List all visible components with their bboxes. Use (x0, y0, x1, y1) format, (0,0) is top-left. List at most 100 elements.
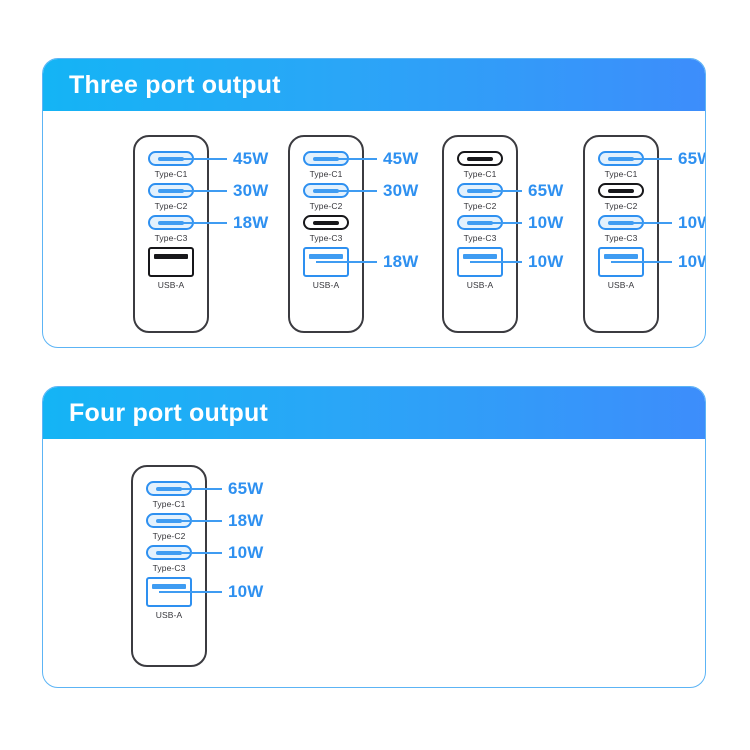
port-block-usb-a: USB-A (135, 247, 207, 290)
port-label: Type-C2 (309, 201, 343, 211)
wattage-label: 10W (528, 212, 564, 232)
leader-line (611, 261, 672, 263)
port-label: Type-C2 (463, 201, 497, 211)
wattage-label: 65W (678, 148, 705, 168)
port-block-type-c2: Type-C2 (444, 183, 516, 211)
port-block-type-c2: Type-C2 (585, 183, 657, 211)
port-contact-bar (463, 254, 497, 259)
port-label: Type-C1 (152, 499, 186, 509)
section-header-four-port: Four port output (43, 387, 705, 439)
wattage-label: 65W (228, 478, 264, 498)
port-label: Type-C3 (463, 233, 497, 243)
port-block-type-c1: Type-C1 (133, 481, 205, 509)
port-block-usb-a: USB-A (444, 247, 516, 290)
wattage-label: 30W (383, 180, 419, 200)
wattage-label: 45W (383, 148, 419, 168)
wattage-label: 30W (233, 180, 269, 200)
port-contact-bar (467, 156, 493, 161)
wattage-label: 10W (528, 252, 564, 271)
port-label: USB-A (607, 280, 635, 290)
port-contact-bar (608, 188, 634, 193)
wattage-label: 18W (233, 212, 269, 232)
wattage-label: 10W (228, 582, 264, 601)
wattage-label: 18W (383, 252, 419, 271)
leader-line (470, 221, 522, 224)
leader-line (316, 261, 377, 263)
port-label: Type-C1 (604, 169, 638, 179)
leader-line (161, 189, 227, 192)
port-label: USB-A (157, 280, 185, 290)
wattage-label: 10W (678, 252, 705, 271)
leader-line (159, 591, 222, 593)
leader-line (470, 189, 522, 192)
port-label: Type-C3 (152, 563, 186, 573)
leader-line (161, 157, 227, 160)
port-block-type-c3: Type-C3 (135, 215, 207, 243)
wattage-label: 45W (233, 148, 269, 168)
port-label: Type-C1 (309, 169, 343, 179)
wattage-label: 10W (678, 212, 705, 232)
port-label: Type-C1 (154, 169, 188, 179)
leader-line (611, 221, 672, 224)
port-block-type-c3: Type-C3 (290, 215, 362, 243)
port-block-type-c3: Type-C3 (444, 215, 516, 243)
port-block-usb-a: USB-A (585, 247, 657, 290)
port-block-type-c2: Type-C2 (133, 513, 205, 541)
port-contact-bar (154, 254, 188, 259)
port-label: Type-C2 (152, 531, 186, 541)
port-contact-bar (152, 584, 186, 589)
port-block-type-c3: Type-C3 (133, 545, 205, 573)
port-block-type-c1: Type-C1 (135, 151, 207, 179)
usb-c-port-icon (303, 215, 349, 230)
usb-c-port-icon (457, 151, 503, 166)
wattage-label: 18W (228, 510, 264, 530)
leader-line (159, 487, 222, 490)
port-block-type-c2: Type-C2 (290, 183, 362, 211)
port-label: Type-C3 (309, 233, 343, 243)
port-label: USB-A (155, 610, 183, 620)
port-block-type-c3: Type-C3 (585, 215, 657, 243)
port-block-usb-a: USB-A (290, 247, 362, 290)
port-label: Type-C3 (154, 233, 188, 243)
port-label: Type-C1 (463, 169, 497, 179)
leader-line (159, 519, 222, 522)
port-contact-bar (309, 254, 343, 259)
leader-line (316, 157, 377, 160)
wattage-label: 65W (528, 180, 564, 200)
port-block-type-c2: Type-C2 (135, 183, 207, 211)
section-title-three-port: Three port output (69, 70, 281, 99)
port-block-type-c1: Type-C1 (444, 151, 516, 179)
usb-a-port-icon (148, 247, 194, 277)
port-block-type-c1: Type-C1 (585, 151, 657, 179)
leader-line (611, 157, 672, 160)
leader-line (159, 551, 222, 554)
leader-line (470, 261, 522, 263)
port-label: USB-A (466, 280, 494, 290)
port-contact-bar (313, 220, 339, 225)
port-block-type-c1: Type-C1 (290, 151, 362, 179)
wattage-label: 10W (228, 542, 264, 562)
leader-line (161, 221, 227, 224)
port-contact-bar (604, 254, 638, 259)
port-label: Type-C2 (154, 201, 188, 211)
usb-c-port-icon (598, 183, 644, 198)
port-block-usb-a: USB-A (133, 577, 205, 620)
section-header-three-port: Three port output (43, 59, 705, 111)
